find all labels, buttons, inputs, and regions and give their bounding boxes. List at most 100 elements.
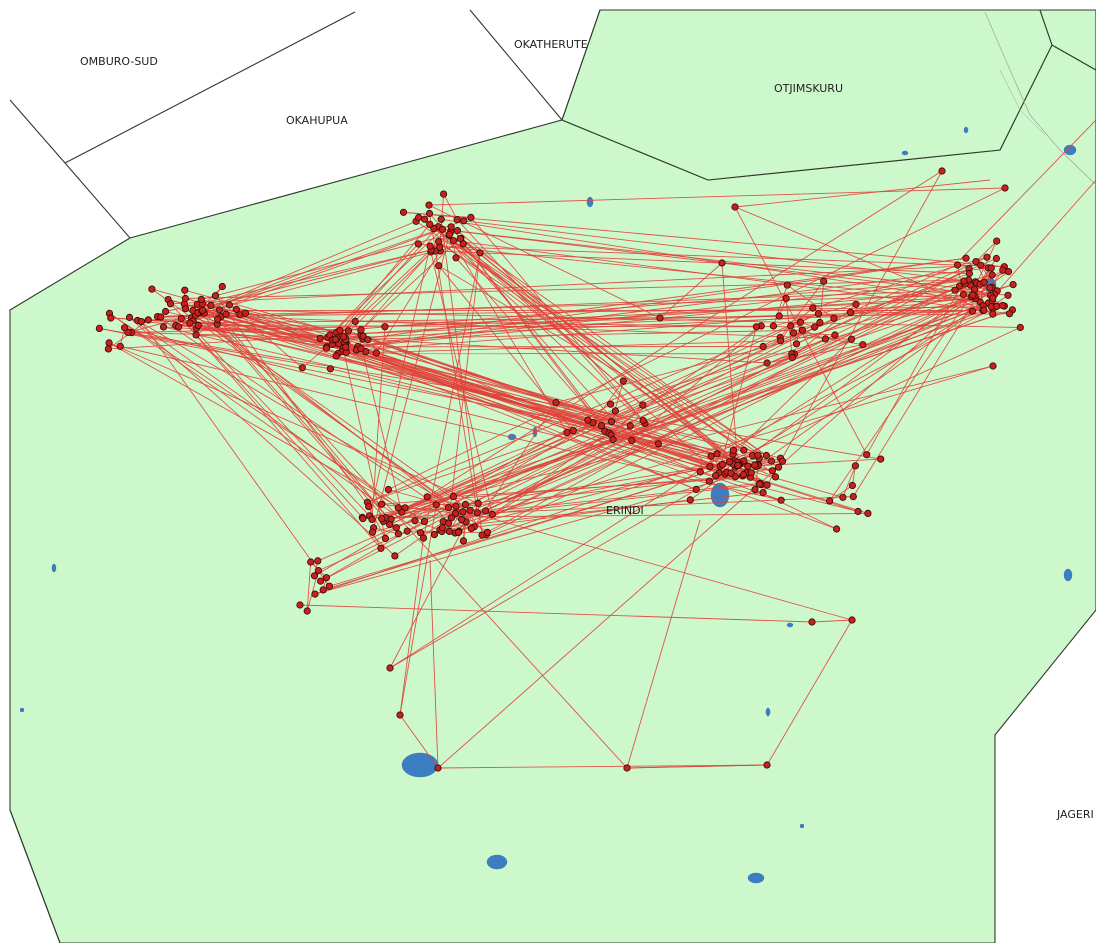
gps-fix-point[interactable] [365,502,373,511]
gps-fix-point[interactable] [177,314,185,323]
gps-fix-point[interactable] [980,306,988,314]
gps-fix-point[interactable] [423,493,431,501]
gps-fix-point[interactable] [381,534,389,543]
gps-fix-point[interactable] [359,514,367,523]
gps-fix-point[interactable] [623,764,631,772]
gps-fix-point[interactable] [391,552,399,560]
gps-fix-point[interactable] [619,377,627,385]
gps-fix-point[interactable] [439,190,448,198]
gps-fix-point[interactable] [194,321,202,329]
gps-fix-point[interactable] [763,481,771,489]
gps-fix-point[interactable] [755,480,764,488]
gps-fix-point[interactable] [175,323,183,331]
gps-fix-point[interactable] [125,313,134,321]
gps-fix-point[interactable] [768,467,777,475]
gps-fix-point[interactable] [1004,291,1012,299]
gps-fix-point[interactable] [425,201,433,209]
gps-fix-point[interactable] [137,317,145,326]
gps-fix-point[interactable] [467,213,475,221]
gps-fix-point[interactable] [969,291,977,299]
gps-fix-point[interactable] [854,507,862,516]
gps-fix-point[interactable] [787,322,795,330]
gps-fix-point[interactable] [481,507,490,515]
gps-fix-point[interactable] [386,664,394,672]
gps-fix-point[interactable] [1005,310,1014,318]
gps-fix-point[interactable] [771,473,780,481]
gps-fix-point[interactable] [449,492,457,501]
gps-fix-point[interactable] [988,271,996,279]
gps-fix-point[interactable] [310,572,319,580]
gps-fix-point[interactable] [392,524,400,532]
gps-fix-point[interactable] [216,306,224,314]
gps-fix-point[interactable] [225,301,233,309]
gps-fix-point[interactable] [796,318,805,326]
gps-fix-point[interactable] [452,502,460,510]
gps-fix-point[interactable] [953,261,962,269]
gps-fix-point[interactable] [434,238,443,246]
gps-fix-point[interactable] [357,326,365,334]
gps-fix-point[interactable] [420,517,428,526]
gps-fix-point[interactable] [998,301,1007,310]
gps-fix-point[interactable] [298,364,306,372]
gps-fix-point[interactable] [476,249,484,257]
gps-fix-point[interactable] [552,398,560,407]
gps-fix-point[interactable] [639,401,647,409]
gps-fix-point[interactable] [611,407,620,415]
gps-fix-point[interactable] [848,481,857,490]
gps-fix-point[interactable] [584,416,592,424]
gps-fix-point[interactable] [378,515,386,523]
gps-fix-point[interactable] [706,463,714,471]
gps-fix-point[interactable] [734,461,742,469]
gps-fix-point[interactable] [438,225,447,233]
gps-fix-point[interactable] [232,305,240,313]
gps-fix-point[interactable] [95,324,104,332]
gps-fix-point[interactable] [377,500,386,508]
gps-fix-point[interactable] [368,528,377,536]
gps-fix-point[interactable] [849,492,857,501]
gps-fix-point[interactable] [331,335,339,343]
gps-fix-point[interactable] [207,301,215,309]
gps-fix-point[interactable] [104,345,113,353]
gps-fix-point[interactable] [713,450,721,458]
gps-fix-point[interactable] [460,217,468,225]
gps-fix-point[interactable] [322,574,330,582]
gps-fix-point[interactable] [192,331,200,339]
gps-fix-point[interactable] [314,566,322,575]
gps-fix-point[interactable] [832,525,841,533]
gps-fix-point[interactable] [569,426,577,435]
gps-fix-point[interactable] [789,329,798,337]
gps-fix-point[interactable] [606,400,615,408]
gps-fix-point[interactable] [763,761,771,769]
gps-fix-point[interactable] [344,327,352,335]
gps-fix-point[interactable] [563,428,571,437]
gps-fix-point[interactable] [727,469,735,477]
gps-fix-point[interactable] [351,317,359,325]
gps-fix-point[interactable] [977,261,985,269]
gps-fix-point[interactable] [222,310,230,318]
gps-fix-point[interactable] [296,601,304,609]
gps-fix-point[interactable] [759,488,767,497]
gps-fix-point[interactable] [325,582,333,590]
gps-fix-point[interactable] [965,269,974,278]
gps-fix-point[interactable] [980,278,988,286]
gps-fix-point[interactable] [414,240,422,248]
gps-fix-point[interactable] [384,485,392,494]
gps-fix-point[interactable] [718,259,726,267]
gps-fix-point[interactable] [357,344,365,353]
gps-fix-point[interactable] [411,517,419,525]
gps-fix-point[interactable] [656,314,664,322]
gps-fix-point[interactable] [809,304,817,312]
gps-fix-point[interactable] [763,359,771,367]
gps-fix-point[interactable] [148,285,156,293]
gps-fix-point[interactable] [992,254,1001,263]
gps-fix-point[interactable] [972,257,980,266]
gps-fix-point[interactable] [718,460,727,468]
gps-fix-point[interactable] [986,284,994,292]
gps-fix-point[interactable] [451,509,460,517]
gps-fix-point[interactable] [488,510,496,519]
gps-fix-point[interactable] [342,343,350,351]
gps-fix-point[interactable] [214,315,222,323]
gps-fix-point[interactable] [609,435,617,444]
gps-fix-point[interactable] [430,530,438,539]
